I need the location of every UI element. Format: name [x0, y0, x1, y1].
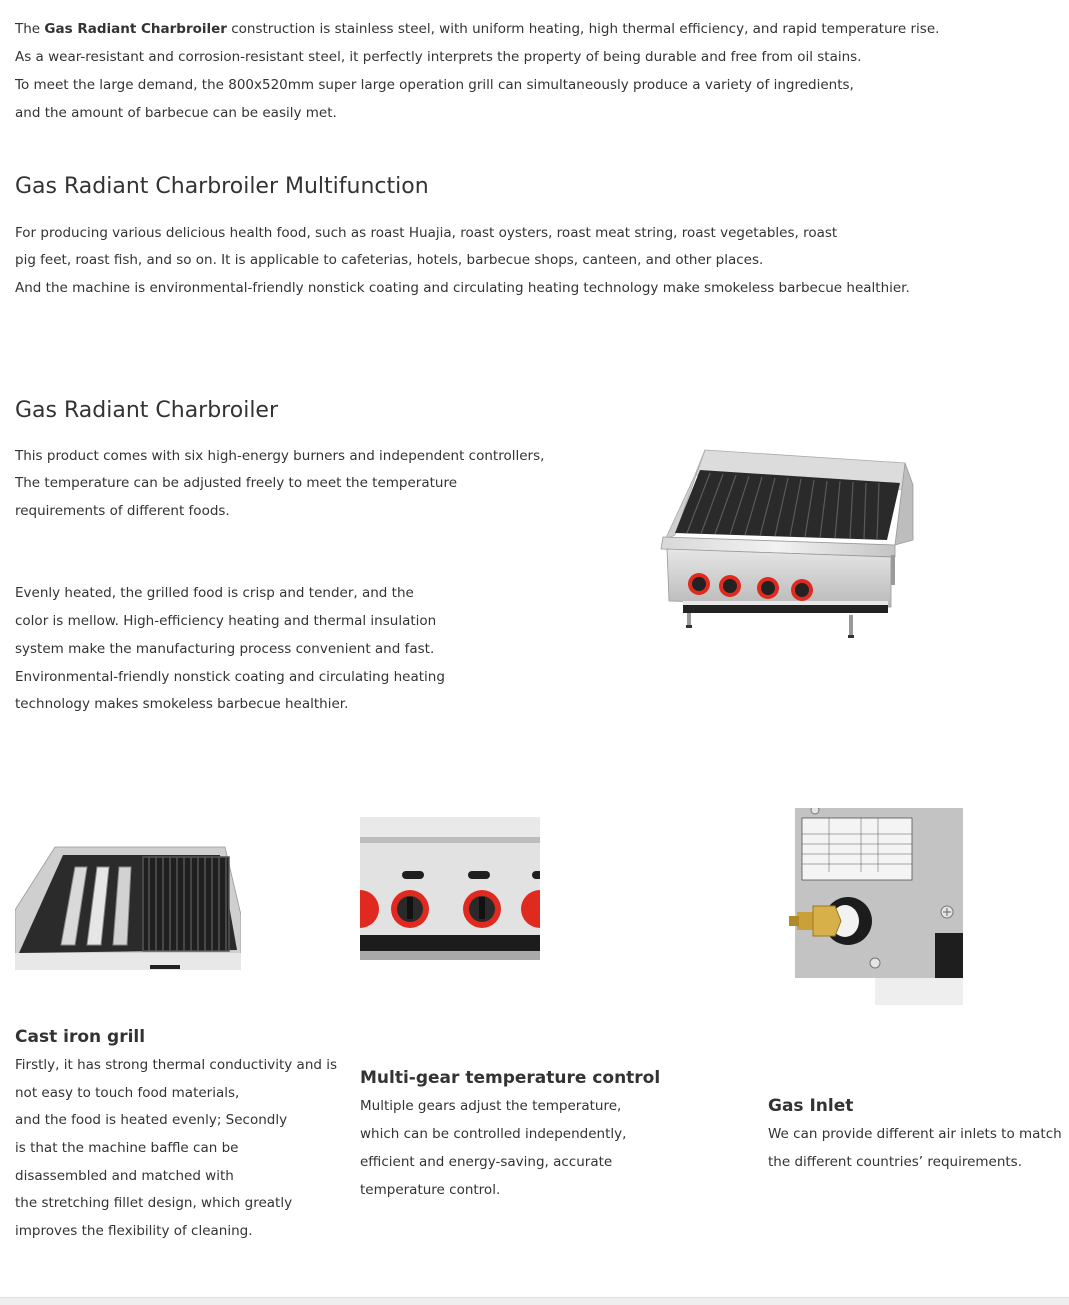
product-para2-line-4: Environmental-friendly nonstick coating …: [15, 669, 445, 685]
feature-control-line-4: temperature control.: [360, 1182, 501, 1198]
spec-label: [801, 817, 913, 881]
intro-line-4: and the amount of barbecue can be easily…: [15, 105, 337, 121]
product-name-bold: Gas Radiant Charbroiler: [44, 21, 227, 37]
product-para1-line-1: This product comes with six high-energy …: [15, 448, 545, 464]
charbroiler-product-image: [660, 449, 914, 638]
feature-grill-line-4: is that the machine baffle can be: [15, 1140, 239, 1156]
feature-control-title: Multi-gear temperature control: [360, 1068, 661, 1088]
feature-grill-line-6: the stretching fillet design, which grea…: [15, 1195, 293, 1211]
product-para2-line-3: system make the manufacturing process co…: [15, 641, 435, 657]
brass-inlet-fitting: [789, 905, 842, 937]
product-para1-line-2: The temperature can be adjusted freely t…: [15, 475, 458, 491]
temperature-control-image: [360, 817, 540, 960]
multifunction-heading: Gas Radiant Charbroiler Multifunction: [15, 174, 429, 199]
bottom-divider: [0, 1297, 1069, 1305]
feature-inlet-title: Gas Inlet: [768, 1096, 854, 1116]
feature-grill-line-1: Firstly, it has strong thermal conductiv…: [15, 1057, 338, 1073]
knob-row: [688, 573, 813, 601]
feature-grill-line-7: improves the flexibility of cleaning.: [15, 1223, 253, 1239]
feature-inlet-line-1: We can provide different air inlets to m…: [768, 1126, 1062, 1142]
product-para2-line-1: Evenly heated, the grilled food is crisp…: [15, 585, 414, 601]
multifunction-line-1: For producing various delicious health f…: [15, 225, 838, 241]
gas-inlet-image: [785, 808, 963, 1005]
feature-control-line-3: efficient and energy-saving, accurate: [360, 1154, 613, 1170]
feature-grill-line-3: and the food is heated evenly; Secondly: [15, 1112, 288, 1128]
burner-tubes: [60, 866, 132, 946]
product-heading: Gas Radiant Charbroiler: [15, 398, 279, 423]
product-para1-line-3: requirements of different foods.: [15, 503, 230, 519]
feature-control-line-2: which can be controlled independently,: [360, 1126, 627, 1142]
feature-grill-line-5: disassembled and matched with: [15, 1168, 234, 1184]
control-knobs: [360, 890, 540, 928]
product-para2-line-2: color is mellow. High-efficiency heating…: [15, 613, 437, 629]
feature-inlet-line-2: the different countries’ requirements.: [768, 1154, 1023, 1170]
grill-grates: [142, 856, 230, 952]
cast-iron-grill-image: [15, 845, 241, 970]
intro-line-3: To meet the large demand, the 800x520mm …: [15, 77, 854, 93]
feature-control-line-1: Multiple gears adjust the temperature,: [360, 1098, 622, 1114]
feature-grill-line-2: not easy to touch food materials,: [15, 1085, 240, 1101]
multifunction-line-2: pig feet, roast fish, and so on. It is a…: [15, 252, 764, 268]
multifunction-line-3: And the machine is environmental-friendl…: [15, 280, 910, 296]
product-para2-line-5: technology makes smokeless barbecue heal…: [15, 696, 349, 712]
intro-line-1: The Gas Radiant Charbroiler construction…: [15, 21, 940, 37]
intro-line-2: As a wear-resistant and corrosion-resist…: [15, 49, 862, 65]
feature-grill-title: Cast iron grill: [15, 1027, 146, 1047]
